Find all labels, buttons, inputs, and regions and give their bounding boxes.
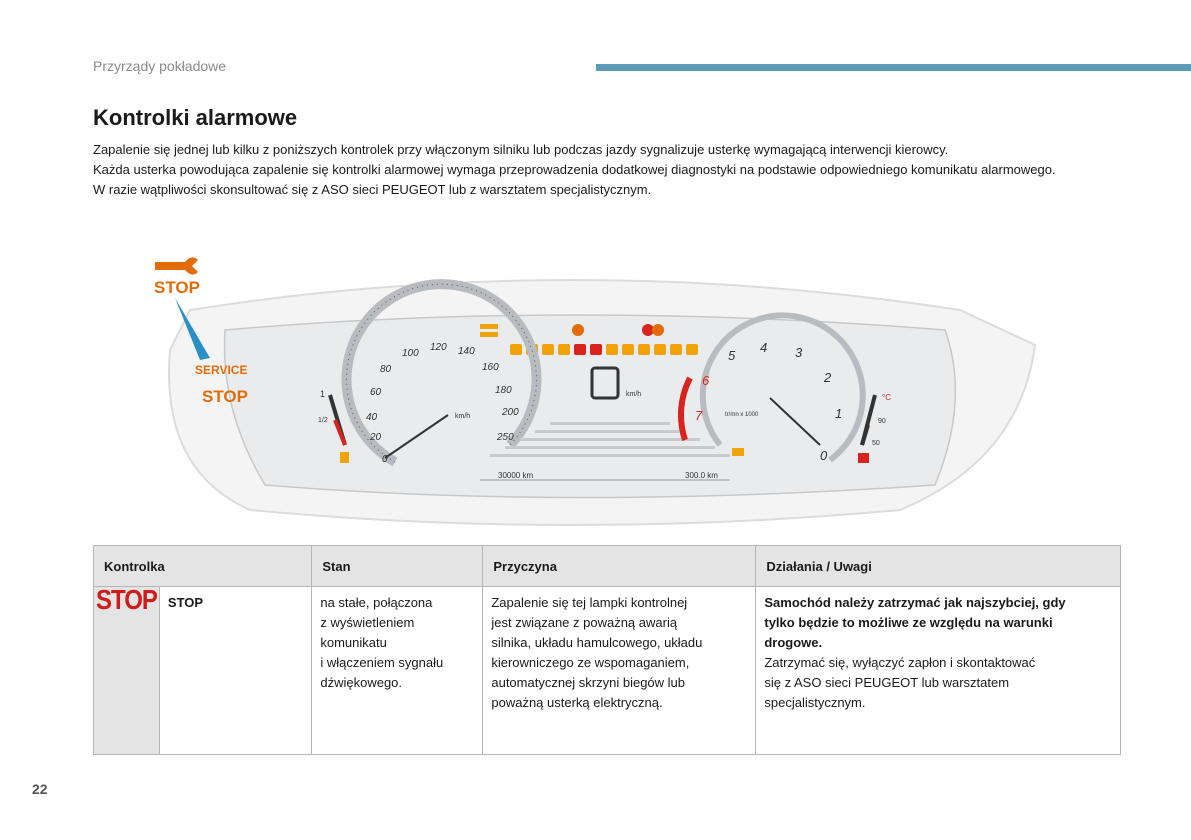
przyczyna-cell: Zapalenie się tej lampki kontrolnej jest… xyxy=(482,586,757,755)
stan-line: z wyświetleniem xyxy=(320,615,415,630)
intro-line: Każda usterka powodująca zapalenie się k… xyxy=(93,162,1056,177)
odometer: 30000 km xyxy=(498,471,533,480)
column-header-przyczyna: Przyczyna xyxy=(482,545,757,587)
dzialania-bold-line: Samochód należy zatrzymać jak najszybcie… xyxy=(764,595,1066,610)
dzialania-line: się z ASO sieci PEUGEOT lub warsztatem xyxy=(764,675,1010,690)
stan-line: dźwiękowego. xyxy=(320,675,403,690)
intro-line: Zapalenie się jednej lub kilku z poniższ… xyxy=(93,142,949,157)
stop-warning-icon: STOP xyxy=(96,584,158,616)
dzialania-line: specjalistycznym. xyxy=(764,695,866,710)
rev-tick: 6 xyxy=(702,373,710,388)
rev-tick: 3 xyxy=(795,345,803,360)
speedo-tick: 250 xyxy=(496,432,514,443)
rev-tick: 4 xyxy=(760,340,767,355)
tachometer: 0 1 2 3 4 5 6 7 tr/mn x 1000 xyxy=(678,312,866,463)
rev-tick: 1 xyxy=(835,406,842,421)
stan-line: na stałe, połączona xyxy=(320,595,433,610)
center-unit: km/h xyxy=(626,391,641,398)
warning-lamp-table: Kontrolka Stan Przyczyna Działania / Uwa… xyxy=(92,545,1121,755)
speedo-tick: 40 xyxy=(366,412,378,423)
column-header-kontrolka: Kontrolka xyxy=(92,545,313,587)
speedo-tick: 140 xyxy=(458,346,475,357)
gear-display xyxy=(590,366,620,400)
stan-line: komunikatu xyxy=(320,635,387,650)
fuel-pump-icon xyxy=(340,452,349,463)
temp-tick: 90 xyxy=(878,418,886,425)
temperature-gauge: °C 90 50 xyxy=(858,393,891,463)
stan-line: i włączeniem sygnału xyxy=(320,655,444,670)
przyczyna-line: Zapalenie się tej lampki kontrolnej xyxy=(491,595,688,610)
temp-tick: 50 xyxy=(872,440,880,447)
rev-tick: 0 xyxy=(820,448,828,463)
page-number: 22 xyxy=(32,781,48,797)
rev-tick: 2 xyxy=(823,370,832,385)
przyczyna-line: jest związane z poważną awarią xyxy=(491,615,678,630)
przyczyna-line: automatycznej skrzyni biegów lub xyxy=(491,675,686,690)
wrench-icon xyxy=(155,257,198,275)
cluster-face xyxy=(223,314,957,499)
speedo-tick: 180 xyxy=(495,385,512,396)
speedo-tick: 200 xyxy=(501,407,519,418)
glow-plug-icon xyxy=(732,448,744,456)
rev-tick: 7 xyxy=(695,408,703,423)
callout-stop-top: STOP xyxy=(154,278,200,297)
speed-unit: km/h xyxy=(455,413,470,420)
dzialania-bold-line: tylko będzie to możliwe ze względu na wa… xyxy=(764,615,1053,630)
speedometer: 0 20 40 60 80 100 120 140 160 180 200 22… xyxy=(341,279,542,467)
speedo-tick: 100 xyxy=(402,348,419,359)
header-rule xyxy=(596,64,1191,71)
table-row: STOP STOP na stałe, połączona z wyświetl… xyxy=(93,584,1121,755)
dzialania-cell: Samochód należy zatrzymać jak najszybcie… xyxy=(755,586,1121,755)
fuel-tick: 1/2 xyxy=(318,417,328,424)
speedo-tick: 20 xyxy=(369,432,382,443)
przyczyna-line: kierowniczego ze wspomaganiem, xyxy=(491,655,690,670)
temp-tick: °C xyxy=(882,393,891,402)
stan-cell: na stałe, połączona z wyświetleniem komu… xyxy=(311,586,484,755)
coolant-temp-icon xyxy=(858,453,869,463)
column-header-stan: Stan xyxy=(311,545,484,587)
lane-graphic xyxy=(490,422,730,457)
callout-service: SERVICE xyxy=(195,363,247,377)
callout-pointer xyxy=(175,298,210,360)
speedo-tick: 80 xyxy=(380,364,392,375)
page-title: Kontrolki alarmowe xyxy=(93,105,298,130)
dzialania-bold-line: drogowe. xyxy=(764,635,823,650)
instrument-cluster-illustration: STOP SERVICE STOP 0 20 40 xyxy=(154,257,1037,526)
section-label: Przyrządy pokładowe xyxy=(93,58,227,74)
trip-meter: 300.0 km xyxy=(685,471,718,480)
przyczyna-line: poważną usterką elektryczną. xyxy=(491,695,663,710)
lamp-icon-cell: STOP xyxy=(93,584,160,755)
speedo-tick: 160 xyxy=(482,362,499,373)
rev-tick: 5 xyxy=(728,348,736,363)
intro-line: W razie wątpliwości skonsultować się z A… xyxy=(93,182,652,197)
column-header-dzialania: Działania / Uwagi xyxy=(755,545,1121,587)
lamp-name: STOP xyxy=(167,595,204,610)
speedo-tick: 0 xyxy=(382,454,388,465)
speedo-tick: 60 xyxy=(370,387,382,398)
callout-stop-bottom: STOP xyxy=(202,387,248,406)
speedo-tick: 120 xyxy=(430,342,447,353)
intro-text: Zapalenie się jednej lub kilku z poniższ… xyxy=(93,140,1133,200)
table-header-row: Kontrolka Stan Przyczyna Działania / Uwa… xyxy=(92,545,1121,587)
lamp-name-cell: STOP xyxy=(158,586,313,755)
rev-unit: tr/mn x 1000 xyxy=(725,412,759,418)
przyczyna-line: silnika, układu hamulcowego, układu xyxy=(491,635,703,650)
fuel-gauge: 1 1/2 xyxy=(318,389,349,463)
fuel-tick: 1 xyxy=(320,389,325,399)
dzialania-line: Zatrzymać się, wyłączyć zapłon i skontak… xyxy=(764,655,1036,670)
